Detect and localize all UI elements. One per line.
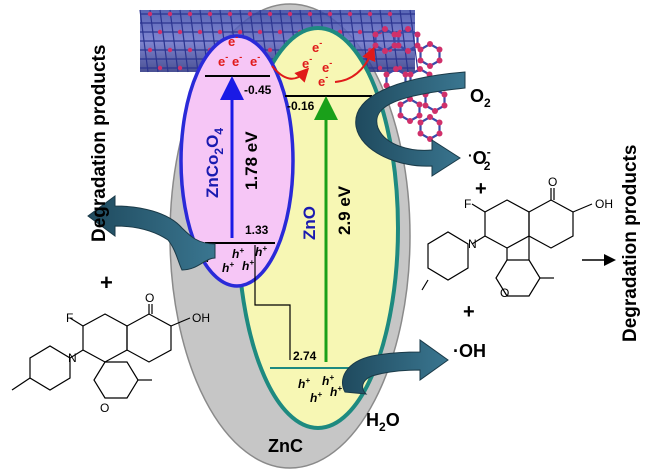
svg-text:e-: e- bbox=[302, 54, 312, 71]
zno-vb-value: 2.74 bbox=[293, 349, 317, 363]
svg-text:h+: h+ bbox=[255, 244, 267, 259]
svg-text:e-: e- bbox=[250, 52, 260, 69]
oh-generation-arrow bbox=[341, 339, 449, 395]
degradation-label-right: Degradation products bbox=[620, 145, 641, 342]
plus-left: + bbox=[100, 270, 113, 295]
mol-right-o: O bbox=[548, 175, 557, 189]
zncoo-vb-value: 1.33 bbox=[245, 223, 269, 237]
svg-text:h+: h+ bbox=[298, 376, 310, 391]
levofloxacin-molecule-right bbox=[421, 188, 593, 297]
zncoo-label: ZnCo2O4 bbox=[203, 128, 226, 198]
svg-text:h+: h+ bbox=[310, 390, 322, 405]
mol-left-f: F bbox=[66, 311, 73, 325]
svg-text:e-: e- bbox=[312, 38, 322, 55]
zno-gap-label: 2.9 eV bbox=[335, 185, 354, 235]
electron-transfer-arrow bbox=[271, 65, 310, 83]
mol-left-n: N bbox=[68, 351, 77, 365]
o2-label: O2 bbox=[470, 86, 491, 110]
mol-right-oh: OH bbox=[595, 197, 613, 211]
svg-text:e-: e- bbox=[228, 32, 238, 49]
svg-text:h+: h+ bbox=[322, 373, 334, 388]
levofloxacin-molecule-left bbox=[11, 304, 191, 399]
mol-left-o2: O bbox=[100, 401, 109, 415]
degradation-label-left: Degradation products bbox=[89, 45, 110, 242]
zno-label: ZnO bbox=[300, 206, 319, 240]
svg-text:h+: h+ bbox=[232, 246, 244, 261]
hydroxyl-radical-label: ·OH bbox=[453, 341, 486, 361]
mol-right-n: N bbox=[468, 237, 477, 251]
svg-text:h+: h+ bbox=[330, 384, 342, 399]
mol-right-o2: O bbox=[500, 286, 509, 300]
interface-connector bbox=[254, 245, 291, 360]
mol-right-f: F bbox=[464, 197, 471, 211]
svg-text:e-: e- bbox=[218, 52, 228, 69]
mol-left-o: O bbox=[145, 291, 154, 305]
plus-right-bottom: + bbox=[463, 301, 475, 323]
zno-electrons: e- e- e- e- bbox=[302, 38, 332, 89]
zncoo-cb-value: -0.45 bbox=[244, 83, 272, 97]
znc-label: ZnC bbox=[268, 436, 303, 456]
zno-holes: h+ h+ h+ h+ bbox=[298, 373, 342, 405]
mol-left-oh: OH bbox=[192, 311, 210, 325]
superoxide-label: ·O-2 bbox=[468, 145, 491, 173]
hole-oxidation-arrow bbox=[87, 195, 216, 271]
svg-text:e-: e- bbox=[322, 58, 332, 75]
svg-text:h+: h+ bbox=[242, 258, 254, 273]
svg-text:h+: h+ bbox=[222, 260, 234, 275]
o2-reduction-arrow bbox=[355, 71, 466, 177]
svg-text:e-: e- bbox=[232, 52, 242, 69]
plus-right-top: + bbox=[475, 178, 487, 200]
zncoo-ellipse bbox=[179, 34, 295, 288]
zno-cb-value: -0.16 bbox=[287, 99, 315, 113]
zncoo-gap-label: 1.78 eV bbox=[242, 131, 261, 190]
zncoo-electrons: e- e- e- e- bbox=[218, 32, 260, 69]
electron-to-cnt-arrow bbox=[334, 46, 376, 83]
water-label: H2O bbox=[366, 410, 400, 434]
svg-text:e-: e- bbox=[318, 72, 328, 89]
